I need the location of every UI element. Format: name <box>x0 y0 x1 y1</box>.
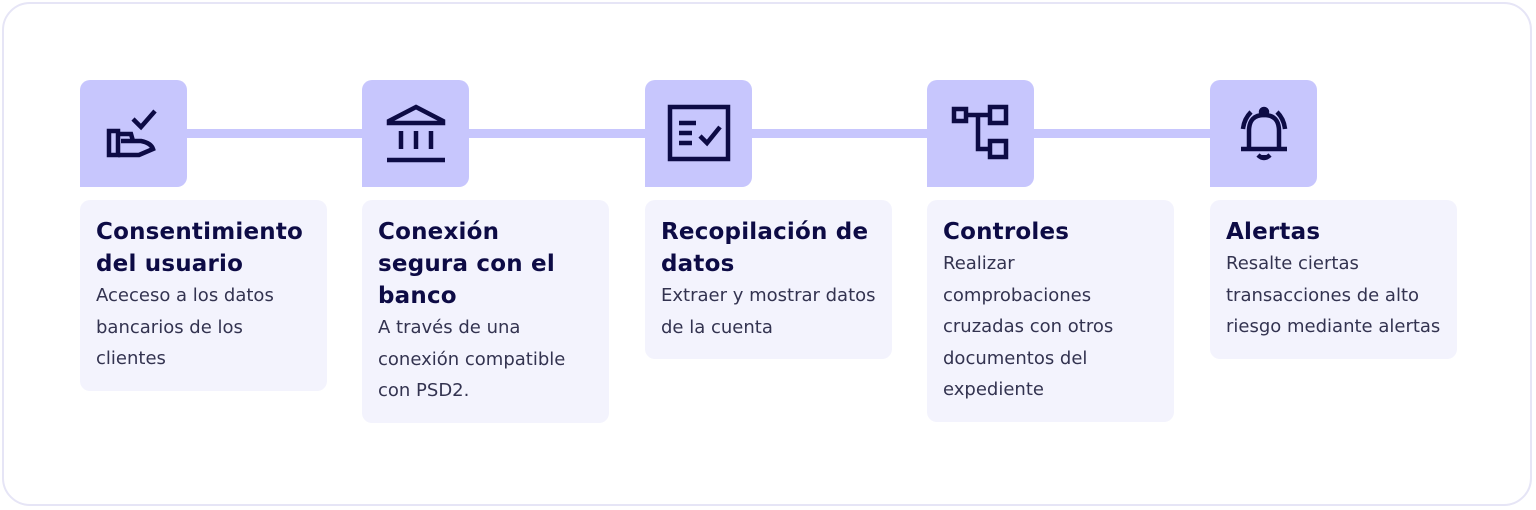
step-card: Conexión segura con el banco A través de… <box>362 200 609 423</box>
step-title: Recopilación de datos <box>661 219 869 277</box>
hierarchy-icon <box>927 80 1034 187</box>
step-description: Extraer y mostrar datos de la cuenta <box>661 285 876 338</box>
step-description: Aceceso a los datos bancarios de los cli… <box>96 285 274 369</box>
step-alerts: Alertas Resalte ciertas transacciones de… <box>1210 80 1457 359</box>
step-title: Consentimiento del usuario <box>96 219 304 277</box>
step-description: A través de una conexión compatible con … <box>378 317 566 401</box>
hand-check-icon <box>80 80 187 187</box>
step-title: Alertas <box>1226 219 1321 245</box>
step-card: Alertas Resalte ciertas transacciones de… <box>1210 200 1457 359</box>
step-card: Consentimiento del usuario Aceceso a los… <box>80 200 327 391</box>
bank-icon <box>362 80 469 187</box>
step-description: Realizar comprobaciones cruzadas con otr… <box>943 253 1114 400</box>
checklist-icon <box>645 80 752 187</box>
step-bank-connection: Conexión segura con el banco A través de… <box>362 80 609 423</box>
step-card: Controles Realizar comprobaciones cruzad… <box>927 200 1174 422</box>
step-data-collection: Recopilación de datos Extraer y mostrar … <box>645 80 892 359</box>
step-title: Controles <box>943 219 1070 245</box>
step-description: Resalte ciertas transacciones de alto ri… <box>1226 253 1441 337</box>
step-card: Recopilación de datos Extraer y mostrar … <box>645 200 892 359</box>
step-title: Conexión segura con el banco <box>378 219 555 309</box>
step-consent: Consentimiento del usuario Aceceso a los… <box>80 80 327 391</box>
step-controls: Controles Realizar comprobaciones cruzad… <box>927 80 1174 422</box>
bell-alert-icon <box>1210 80 1317 187</box>
